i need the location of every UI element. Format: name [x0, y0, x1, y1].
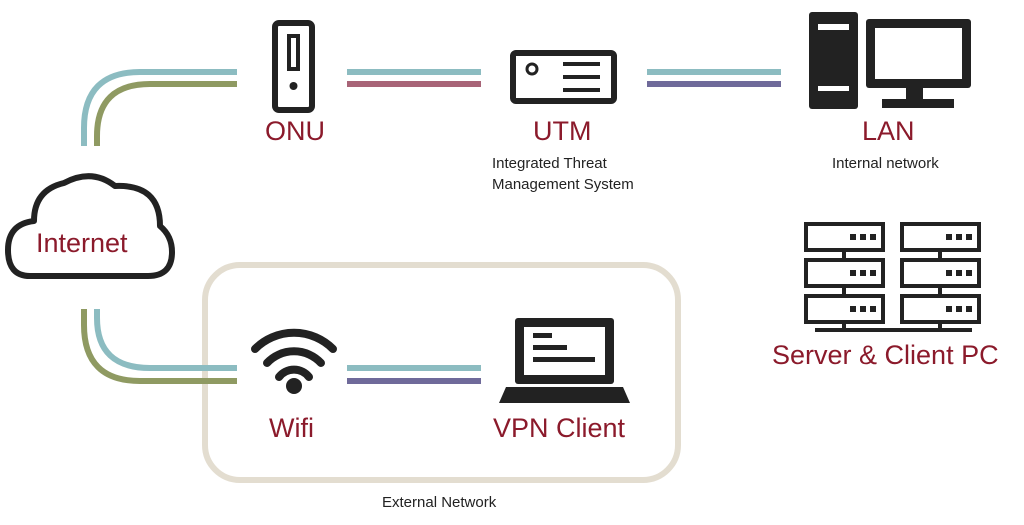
- lan-description: Internal network: [832, 155, 939, 172]
- wifi-label: Wifi: [269, 413, 314, 443]
- onu-label: ONU: [265, 116, 325, 146]
- link-utm-lan: [647, 69, 781, 87]
- desktop-computer-icon: [809, 12, 971, 109]
- utm-label: UTM: [533, 116, 592, 146]
- server-rack-icon: [804, 222, 981, 332]
- lan-label: LAN: [862, 116, 915, 146]
- link-onu-utm: [347, 69, 481, 87]
- link-internet-onu: [81, 69, 237, 146]
- utm-appliance-icon: [510, 50, 617, 104]
- internet-label: Internet: [36, 228, 128, 258]
- vpn-client-label: VPN Client: [493, 413, 626, 443]
- utm-description-line1: Integrated Threat: [492, 155, 607, 172]
- cloud-icon: [5, 173, 175, 279]
- laptop-icon: [499, 318, 630, 403]
- onu-device-icon: [272, 20, 315, 113]
- external-network-frame: [202, 262, 681, 483]
- utm-description-line2: Management System: [492, 176, 634, 193]
- wifi-icon: [251, 328, 337, 394]
- link-internet-wifi: [81, 309, 237, 384]
- link-wifi-vpn: [347, 365, 481, 384]
- server-client-pc-label: Server & Client PC: [772, 340, 999, 370]
- external-network-label: External Network: [382, 494, 497, 511]
